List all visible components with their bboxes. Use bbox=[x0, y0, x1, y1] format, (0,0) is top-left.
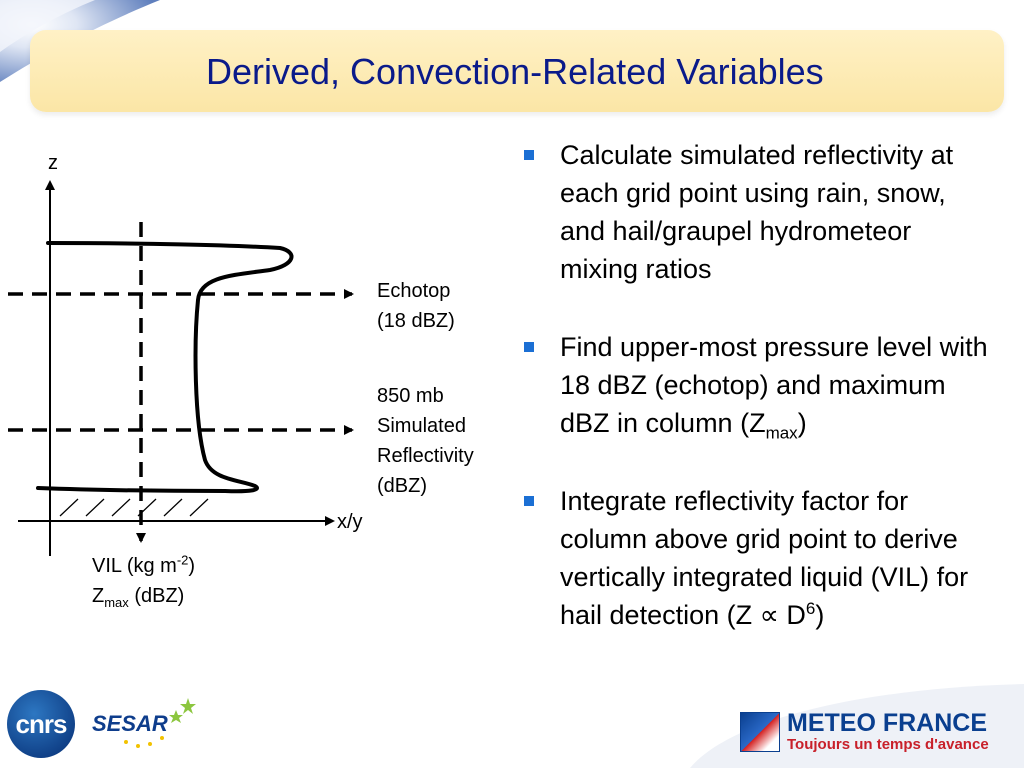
z-axis-label: z bbox=[48, 152, 58, 174]
convection-diagram bbox=[8, 180, 354, 556]
bullet-item-vil: Integrate reflectivity factor for column… bbox=[522, 482, 992, 634]
square-bullet-icon bbox=[524, 342, 534, 352]
bullet-item-echotop: Find upper-most pressure level with 18 d… bbox=[522, 328, 992, 442]
meteo-france-tagline: Toujours un temps d'avance bbox=[787, 736, 989, 753]
ground-hatching bbox=[59, 498, 209, 517]
xy-axis-label: x/y bbox=[337, 511, 363, 533]
bullet-list: Calculate simulated reflectivity at each… bbox=[522, 136, 992, 634]
sesar-logo: SESAR bbox=[92, 711, 168, 736]
sesar-stars-icon bbox=[124, 698, 196, 748]
meteo-france-logo-icon bbox=[740, 712, 780, 752]
cnrs-logo: cnrs bbox=[7, 690, 75, 758]
reflectivity-profile bbox=[36, 241, 294, 494]
slide-title: Derived, Convection-Related Variables bbox=[206, 51, 824, 92]
corner-swoosh-light bbox=[0, 0, 95, 52]
echotop-label: Echotop (18 dBZ) bbox=[377, 280, 455, 332]
title-bar bbox=[30, 30, 1004, 112]
zmax-label: Zmax (dBZ) bbox=[92, 585, 185, 610]
bullet-item-simulated-reflectivity: Calculate simulated reflectivity at each… bbox=[522, 136, 992, 288]
square-bullet-icon bbox=[524, 150, 534, 160]
vil-label: VIL (kg m-2) bbox=[92, 552, 196, 577]
vil-zmax-label: VIL (kg m-2) Zmax (dBZ) bbox=[92, 551, 195, 611]
meteo-france-logo-text: METEO FRANCE bbox=[787, 709, 987, 737]
simulated-reflectivity-label: 850 mb Simulated Reflectivity (dBZ) bbox=[377, 385, 474, 497]
square-bullet-icon bbox=[524, 496, 534, 506]
